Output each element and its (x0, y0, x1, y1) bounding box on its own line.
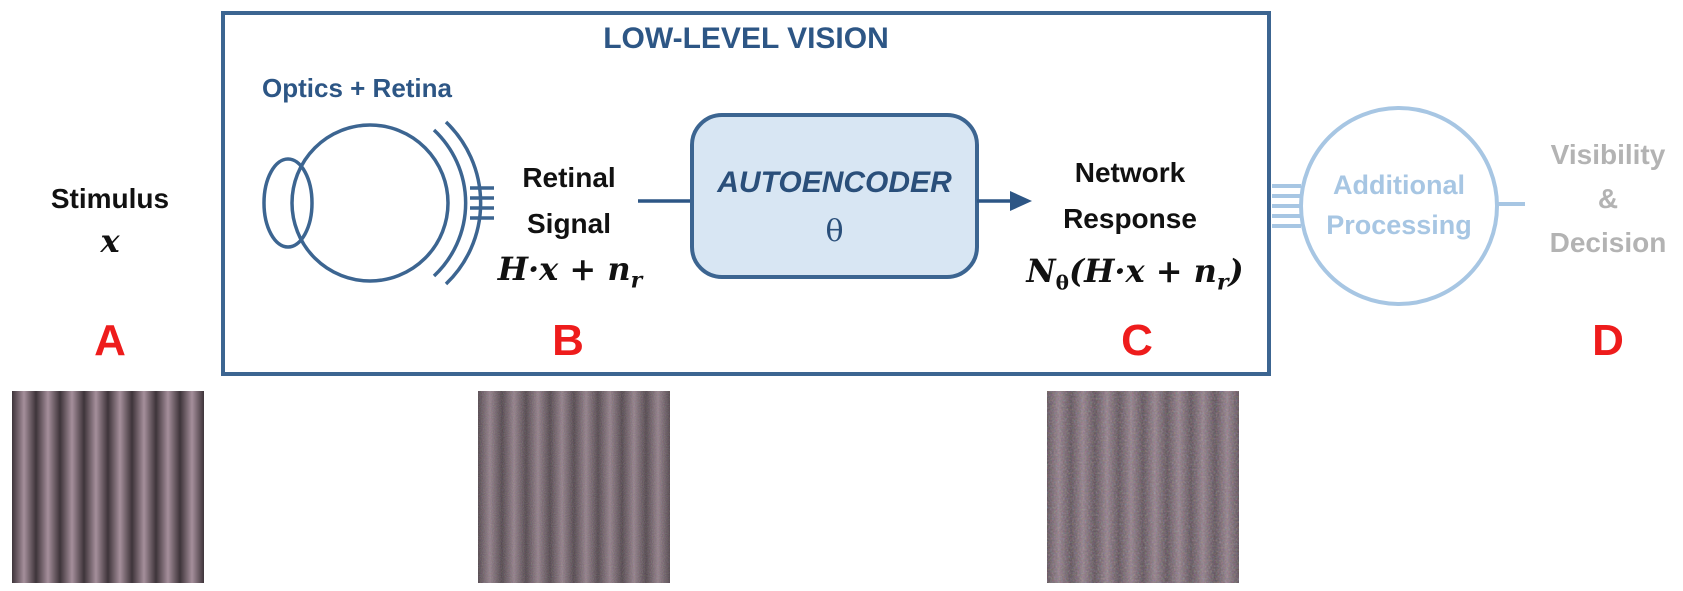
arrow-to-network (977, 191, 1032, 211)
label-a: A (94, 316, 126, 365)
autoencoder-box (690, 113, 979, 279)
autoencoder-label: AUTOENCODER (717, 166, 952, 199)
network-formula: Nθ(H·x + nr) (1026, 252, 1244, 296)
label-d: D (1592, 316, 1624, 365)
stimulus-grating-image (12, 391, 204, 583)
decision-line1: Visibility (1550, 139, 1666, 170)
stimulus-symbol: x (100, 222, 120, 260)
autoencoder-theta: θ (825, 214, 844, 249)
label-b: B (552, 316, 584, 365)
decision-line3: Decision (1549, 227, 1667, 258)
optics-retina-label: Optics + Retina (262, 73, 452, 103)
stimulus-label: Stimulus (50, 183, 170, 214)
label-c: C (1121, 316, 1153, 365)
additional-processing-circle (1272, 106, 1525, 306)
eye-icon (262, 120, 494, 286)
network-response-line1: Network (1074, 157, 1186, 188)
retinal-formula: H·x + nr (497, 250, 643, 294)
additional-processing-line2: Processing (1326, 210, 1472, 240)
low-level-vision-box (221, 11, 1271, 376)
additional-processing-line1: Additional (1333, 170, 1465, 200)
retinal-signal-line2: Signal (526, 208, 611, 239)
decision-line2: & (1597, 183, 1619, 214)
network-response-image (1047, 391, 1239, 583)
diagram-title: LOW-LEVEL VISION (603, 22, 889, 55)
retinal-signal-line1: Retinal (522, 162, 616, 193)
retinal-signal-image (478, 391, 670, 583)
additional-processing-label: Additional Processing (1301, 165, 1497, 245)
network-response-line2: Response (1063, 203, 1197, 234)
